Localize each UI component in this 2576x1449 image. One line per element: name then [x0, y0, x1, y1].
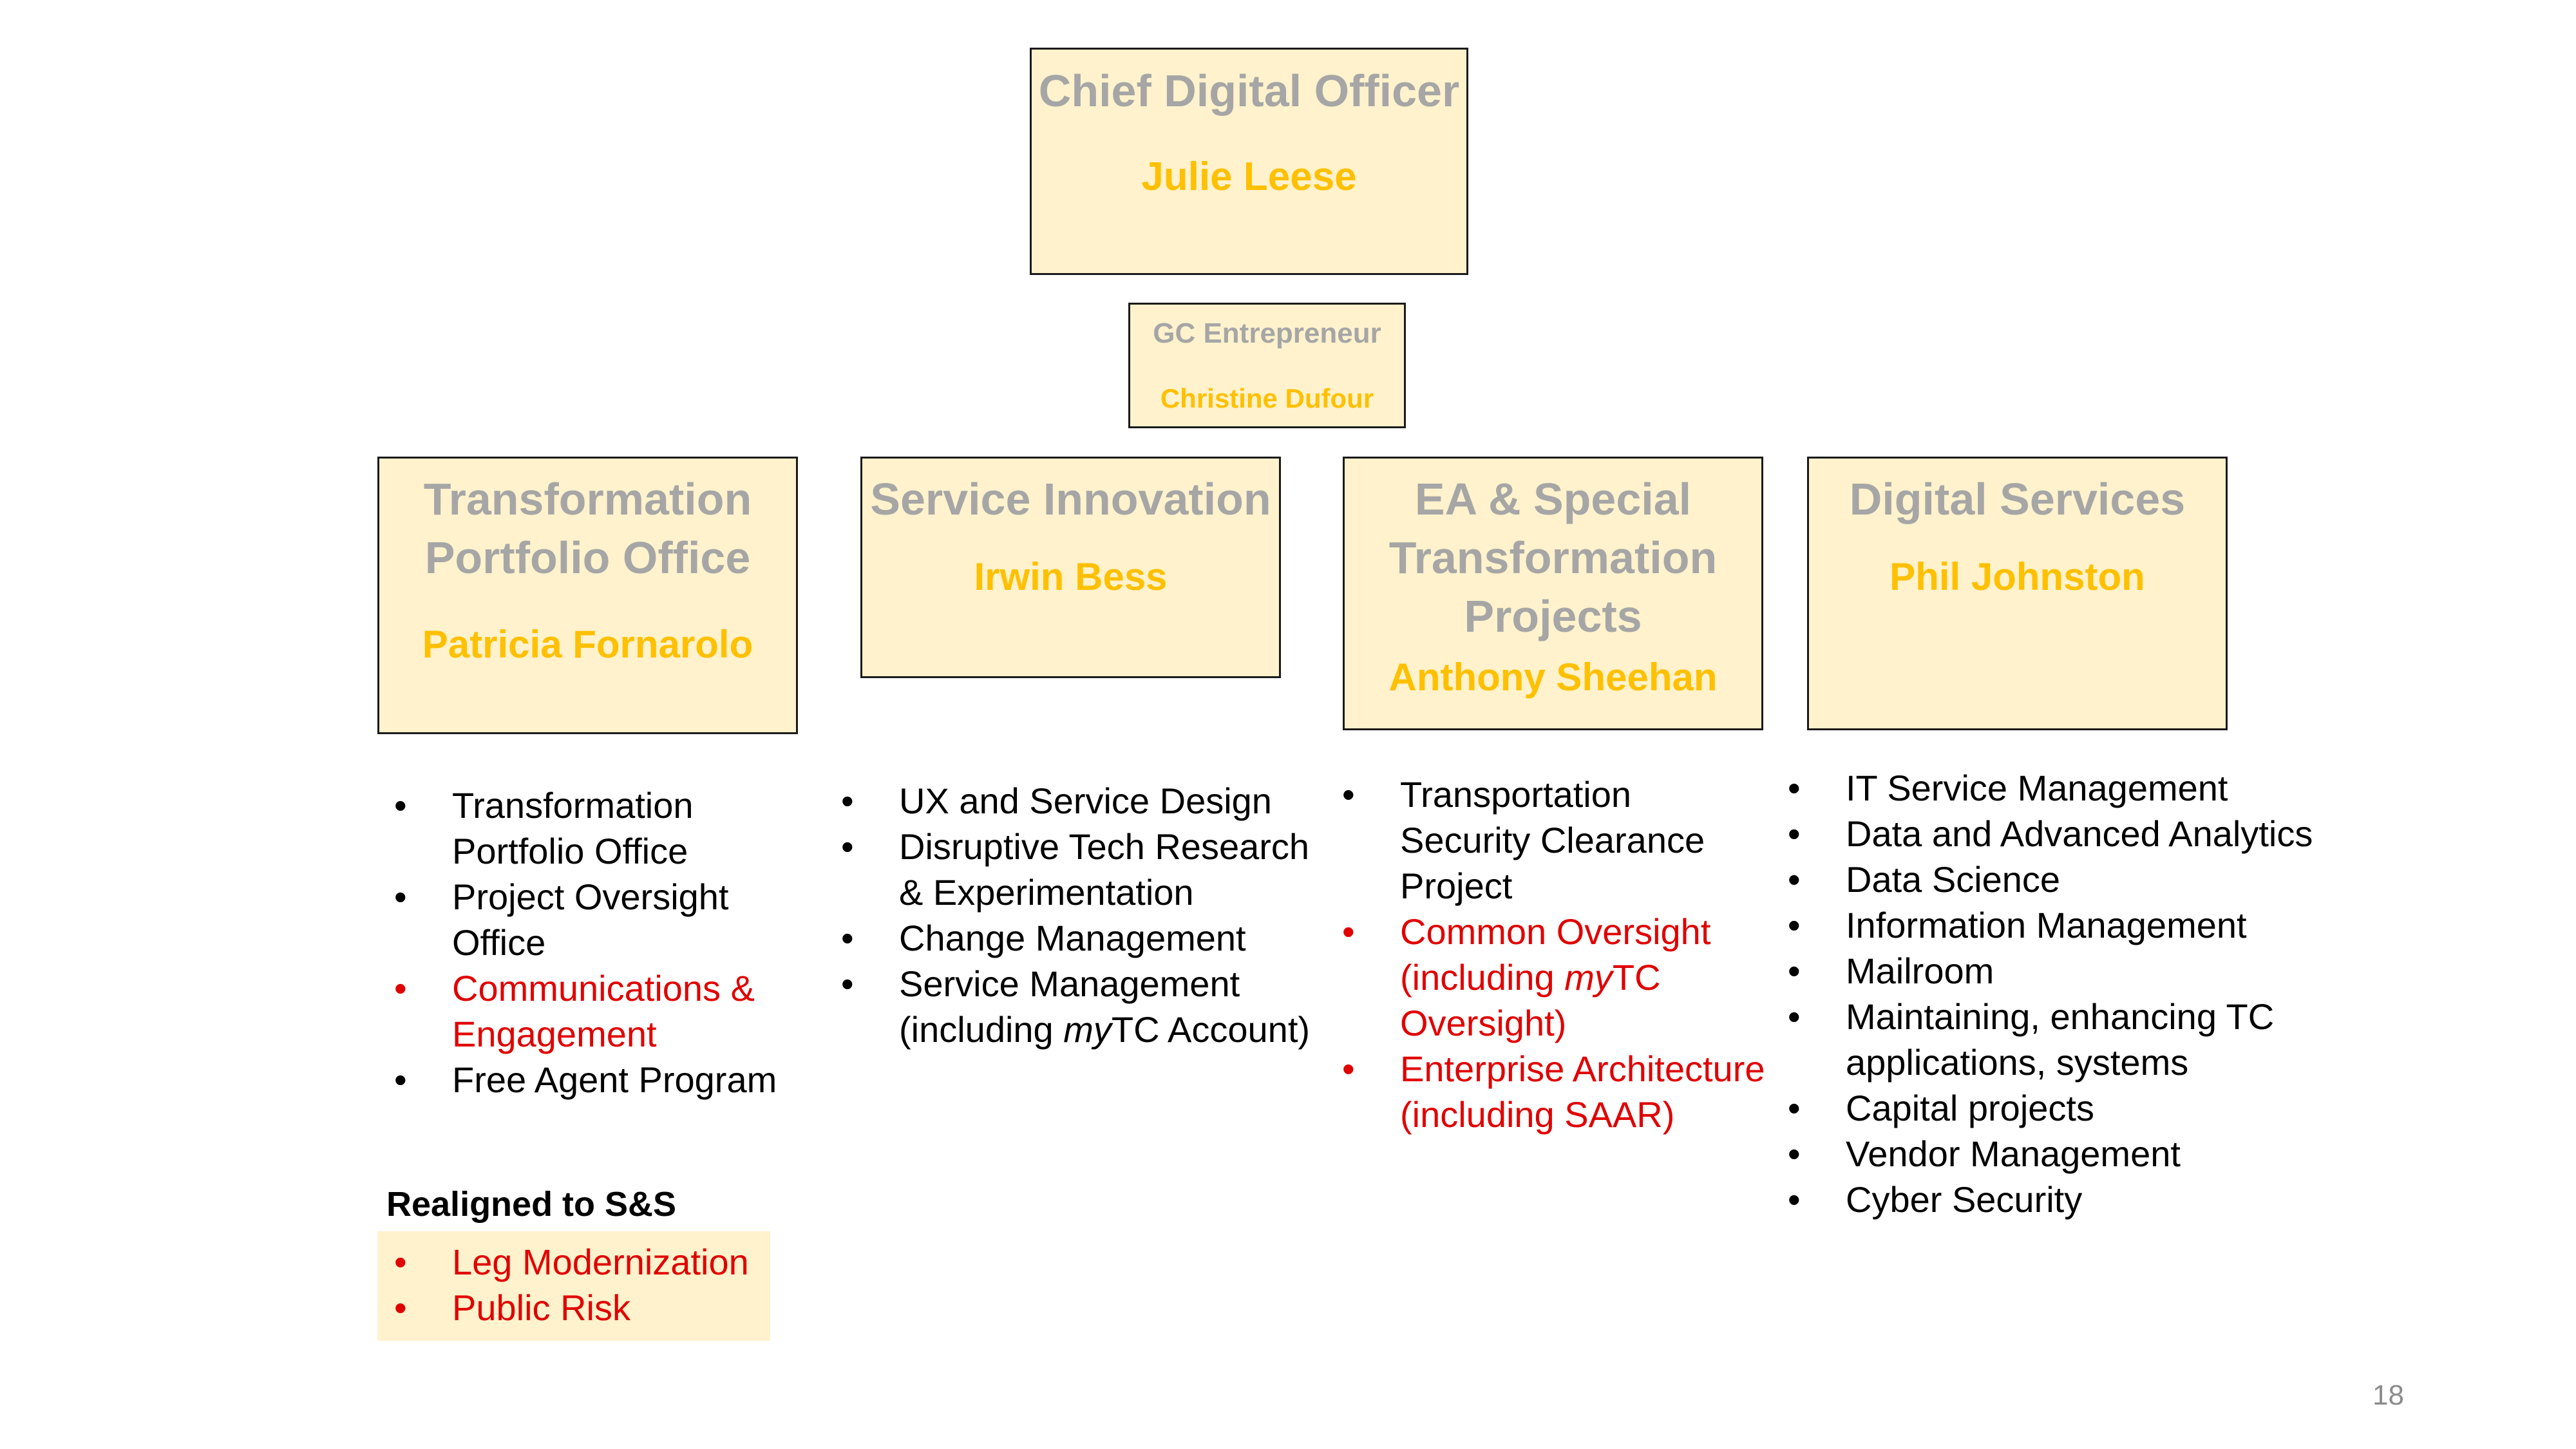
title-line: Portfolio Office	[424, 533, 751, 583]
cdo-person: Julie Leese	[1141, 155, 1357, 199]
list-item-text: Vendor Management	[1846, 1133, 2181, 1174]
bullet-icon: •	[1788, 951, 1801, 991]
bullet-icon: •	[1342, 774, 1355, 815]
list-item: • IT Service Management	[1774, 765, 2353, 811]
list-item: • Leg Modernization	[380, 1239, 749, 1285]
list-item: • Data and Advanced Analytics	[1774, 811, 2353, 857]
list-item-text: Leg Modernization	[452, 1242, 749, 1282]
bullet-icon: •	[1342, 911, 1355, 952]
list-item-text: Change Management	[899, 918, 1246, 958]
bullet-icon: •	[394, 968, 407, 1009]
directorate-title: EA & Special Transformation Projects	[1389, 470, 1718, 646]
bullet-icon: •	[394, 1287, 407, 1328]
list-item-text: Disruptive Tech Research & Experimentati…	[899, 826, 1310, 913]
list-item: • Cyber Security	[1774, 1177, 2353, 1222]
bullet-icon: •	[1788, 1133, 1801, 1174]
list-item-text: UX and Service Design	[899, 781, 1272, 821]
list-item: • Information Management	[1774, 902, 2353, 948]
directorate-person: Irwin Bess	[974, 555, 1168, 598]
list-item: • Data Science	[1774, 857, 2353, 902]
transformation-portfolio-office-responsibilities: • Transformation Portfolio Office • Projec…	[380, 782, 792, 1103]
list-item-text: Public Risk	[452, 1287, 630, 1328]
title-line: Service Innovation	[870, 474, 1271, 524]
bullet-icon: •	[841, 826, 854, 867]
directorate-person: Patricia Fornarolo	[422, 623, 753, 666]
list-item: • Maintaining, enhancing TC applications,…	[1774, 994, 2353, 1085]
list-item-text: Enterprise Architecture (including SAAR)	[1400, 1048, 1765, 1135]
realigned-panel: • Leg Modernization • Public Risk	[377, 1231, 770, 1341]
list-item: • UX and Service Design	[827, 778, 1316, 824]
bullet-icon: •	[1788, 905, 1801, 945]
list-item-text: Service Management (including myTC Accou…	[899, 963, 1311, 1050]
ea-special-projects-box: EA & Special Transformation Projects Ant…	[1343, 457, 1763, 730]
list-item: • Change Management	[827, 915, 1316, 961]
list-item-text: Project Oversight Office	[452, 876, 729, 963]
service-innovation-responsibilities: • UX and Service Design • Disruptive Tech …	[827, 778, 1316, 1052]
bullet-icon: •	[394, 876, 407, 917]
list-item-text: Communications & Engagement	[452, 968, 755, 1054]
transformation-portfolio-office-box: Transformation Portfolio Office Patricia…	[377, 457, 798, 734]
title-line: Projects	[1464, 591, 1642, 641]
directorate-title: Digital Services	[1850, 470, 2185, 529]
bullet-icon: •	[841, 918, 854, 958]
list-item: • Transportation Security Clearance Proje…	[1328, 772, 1766, 909]
list-item: • Vendor Management	[1774, 1131, 2353, 1177]
list-item-text: Common Oversight (including myTC Oversig…	[1400, 911, 1711, 1043]
list-item: • Project Oversight Office	[380, 874, 792, 965]
list-item-text: Free Agent Program	[452, 1059, 777, 1100]
list-item-text: Transformation Portfolio Office	[452, 785, 694, 871]
bullet-icon: •	[1788, 1088, 1801, 1128]
cdo-title: Chief Digital Officer	[1038, 66, 1460, 116]
title-line: Digital Services	[1849, 474, 2186, 524]
bullet-icon: •	[841, 781, 854, 821]
bullet-icon: •	[1788, 813, 1801, 854]
bullet-icon: •	[1342, 1048, 1355, 1089]
bullet-icon: •	[394, 1242, 407, 1282]
gc-entrepreneur-box: GC Entrepreneur Christine Dufour	[1128, 303, 1406, 428]
digital-services-responsibilities: • IT Service Management • Data and Advance…	[1774, 765, 2353, 1222]
list-item-text: Data Science	[1846, 859, 2061, 900]
title-line: EA & Special	[1414, 474, 1692, 524]
list-item: • Transformation Portfolio Office	[380, 782, 792, 874]
ea-special-projects-responsibilities: • Transportation Security Clearance Proje…	[1328, 772, 1766, 1137]
title-line: Transformation	[1388, 533, 1718, 583]
gc-entrepreneur-person: Christine Dufour	[1160, 383, 1374, 413]
list-item-text: Transportation Security Clearance Projec…	[1400, 774, 1705, 906]
service-innovation-box: Service Innovation Irwin Bess	[860, 457, 1281, 678]
list-item: • Public Risk	[380, 1285, 749, 1331]
directorate-title: Service Innovation	[870, 470, 1271, 529]
bullet-icon: •	[394, 785, 407, 826]
list-item-text: Capital projects	[1846, 1088, 2094, 1128]
directorate-person: Phil Johnston	[1889, 555, 2145, 598]
bullet-icon: •	[1788, 768, 1801, 808]
bullet-icon: •	[1788, 996, 1801, 1037]
list-item: • Free Agent Program	[380, 1057, 792, 1103]
directorate-title: Transformation Portfolio Office	[424, 470, 752, 587]
list-item: • Capital projects	[1774, 1085, 2353, 1131]
list-item-text: Data and Advanced Analytics	[1846, 813, 2313, 854]
list-item: • Common Oversight (including myTC Oversi…	[1328, 909, 1766, 1046]
realigned-heading: Realigned to S&S	[386, 1185, 677, 1224]
list-item-text: Cyber Security	[1846, 1179, 2083, 1220]
cdo-box: Chief Digital Officer Julie Leese	[1030, 48, 1468, 275]
bullet-icon: •	[394, 1059, 407, 1100]
list-item: • Enterprise Architecture (including SAAR…	[1328, 1046, 1766, 1137]
title-line: Transformation	[423, 474, 752, 524]
bullet-icon: •	[841, 963, 854, 1004]
list-item: • Communications & Engagement	[380, 965, 792, 1057]
bullet-icon: •	[1788, 1179, 1801, 1220]
list-item-text: IT Service Management	[1846, 768, 2228, 808]
list-item: • Service Management (including myTC Acco…	[827, 961, 1316, 1052]
list-item-text: Information Management	[1846, 905, 2247, 945]
list-item: • Disruptive Tech Research & Experimentat…	[827, 824, 1316, 915]
bullet-icon: •	[1788, 859, 1801, 900]
gc-entrepreneur-title: GC Entrepreneur	[1153, 317, 1381, 349]
directorate-person: Anthony Sheehan	[1388, 656, 1718, 699]
list-item-text: Mailroom	[1846, 951, 1994, 991]
realigned-list: • Leg Modernization • Public Risk	[380, 1239, 749, 1331]
list-item-text: Maintaining, enhancing TC applications, …	[1846, 996, 2275, 1083]
digital-services-box: Digital Services Phil Johnston	[1807, 457, 2228, 730]
page-number: 18	[2372, 1379, 2404, 1411]
list-item: • Mailroom	[1774, 948, 2353, 994]
